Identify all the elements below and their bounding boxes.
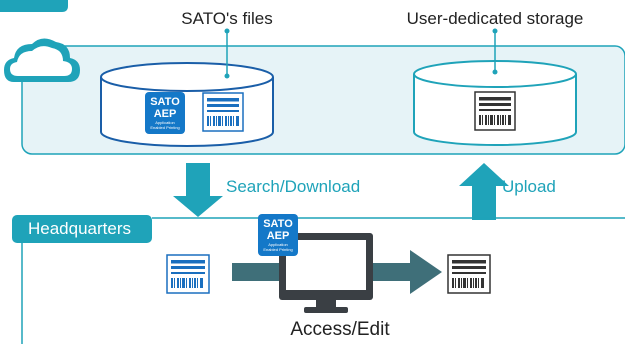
upload-label: Upload: [502, 177, 556, 196]
sato-aep-badge-cloud: SATO AEP Application Enabled Printing: [145, 92, 185, 134]
sato-files-label: SATO's files: [181, 9, 272, 28]
hq-tab: [12, 215, 152, 243]
sato-aep-badge-hq: SATO AEP Application Enabled Printing: [258, 214, 298, 256]
aep-line3: Application: [155, 120, 175, 125]
download-label: Search/Download: [226, 177, 360, 196]
aep-line2: AEP: [267, 230, 290, 242]
aep-line4: Enabled Printing: [263, 247, 292, 252]
sato-files-storage: [100, 62, 274, 147]
user-storage-label: User-dedicated storage: [407, 9, 584, 28]
cloud-icon: [4, 38, 80, 82]
label-doc-dark-hq: [447, 254, 491, 294]
download-arrow: [173, 163, 223, 217]
callout-user-storage: [492, 28, 498, 75]
label-doc-dark-cloud: [474, 91, 516, 131]
headquarters-label: Headquarters: [28, 219, 131, 238]
computer-monitor-icon: [279, 233, 373, 313]
aep-line1: SATO: [263, 218, 293, 230]
callout-sato-files: [224, 28, 230, 79]
top-tab: [0, 0, 68, 12]
label-doc-blue-hq: [166, 254, 210, 294]
aep-line2: AEP: [154, 108, 177, 120]
upload-arrow: [459, 163, 509, 220]
aep-line4: Enabled Printing: [150, 125, 179, 130]
aep-line3: Application: [268, 242, 288, 247]
access-edit-label: Access/Edit: [290, 319, 390, 340]
aep-line1: SATO: [150, 96, 180, 108]
label-doc-blue-cloud: [202, 92, 244, 132]
